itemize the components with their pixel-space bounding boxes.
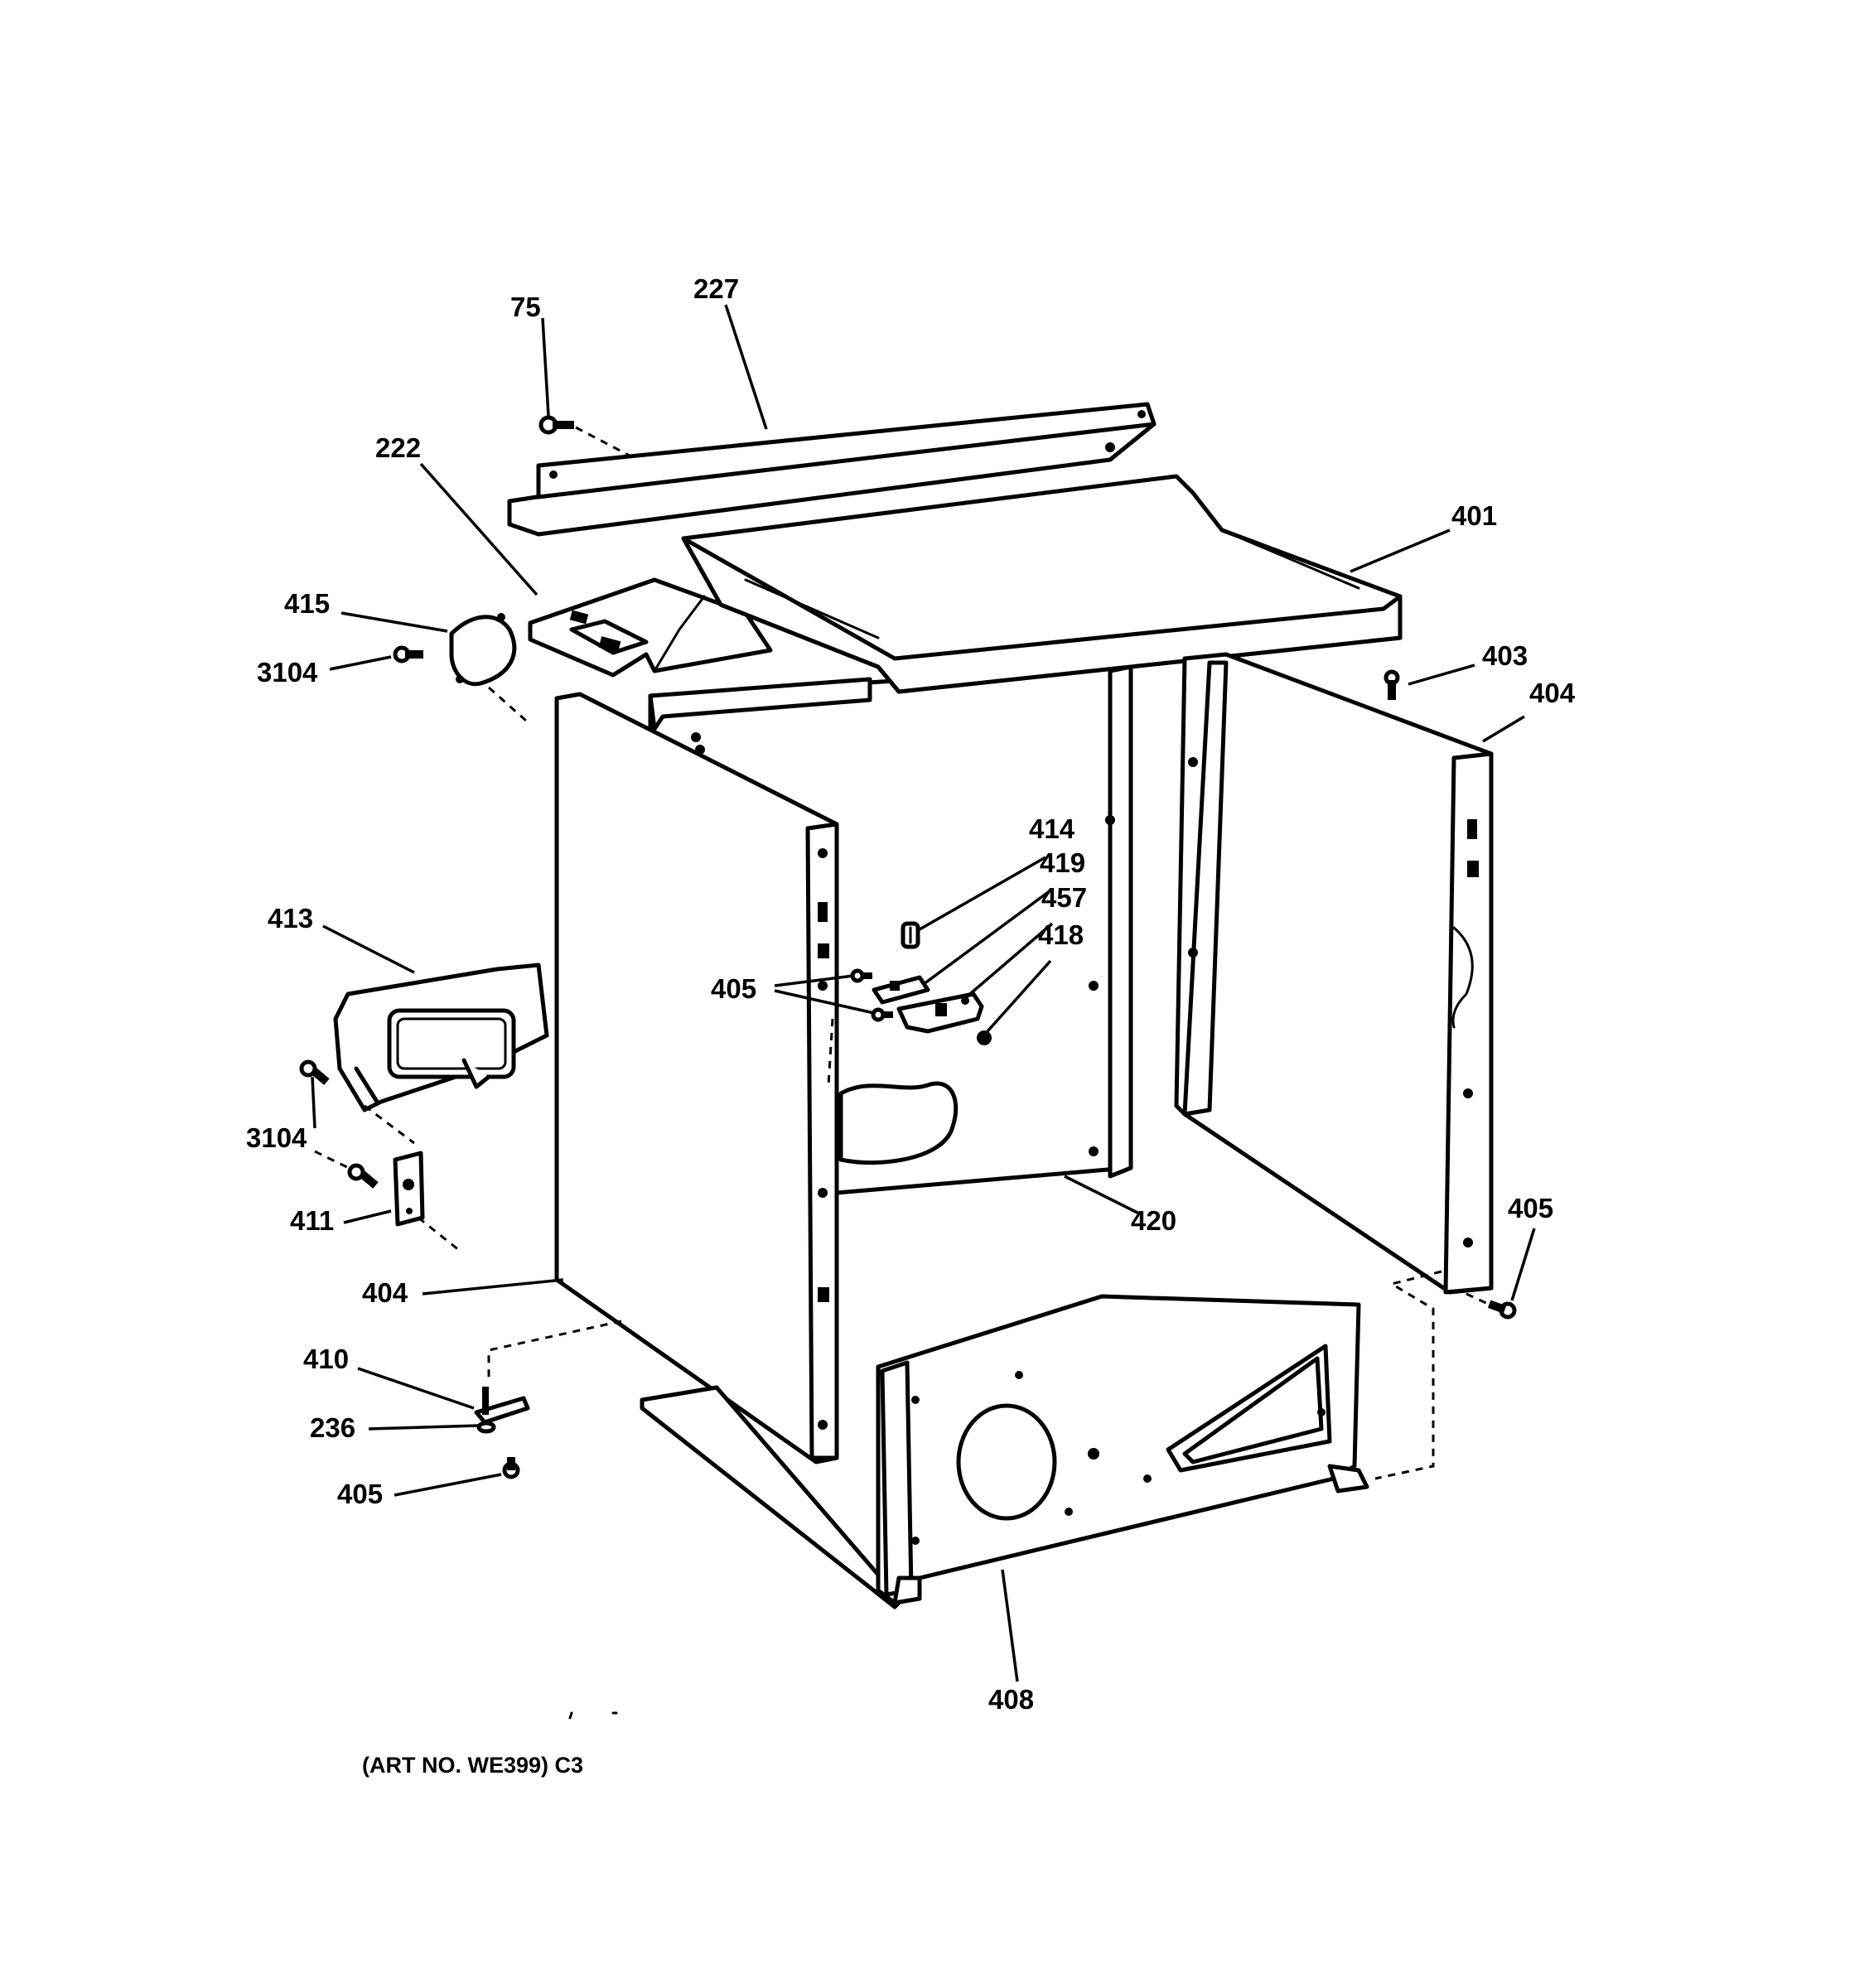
callout-405-bottom: 405: [337, 1479, 383, 1509]
callout-404-right: 404: [1529, 678, 1576, 708]
callout-415: 415: [284, 588, 330, 619]
part-236-washer: [476, 1421, 496, 1434]
part-457-bracket: [896, 992, 984, 1034]
part-222-bracket: [528, 577, 773, 678]
callout-414: 414: [1029, 813, 1075, 844]
callout-401: 401: [1451, 500, 1497, 531]
callout-420: 420: [1131, 1205, 1176, 1236]
callout-411: 411: [290, 1205, 334, 1236]
part-3104-screw-bottom: [299, 1059, 379, 1189]
part-419-switch-holder: [872, 975, 930, 1005]
part-227-top-rail: [507, 402, 1157, 537]
callout-413: 413: [268, 903, 313, 934]
part-405-screw-bottom: [502, 1457, 520, 1479]
part-418-grommet: [977, 1030, 992, 1045]
callout-457: 457: [1041, 882, 1087, 913]
callout-410: 410: [303, 1344, 349, 1374]
part-414-clip: [901, 921, 920, 949]
callout-75: 75: [510, 292, 541, 322]
callout-418: 418: [1038, 919, 1084, 950]
callout-403: 403: [1482, 640, 1528, 671]
part-405-screws-center: [850, 968, 893, 1022]
part-403-screw: [1384, 669, 1400, 700]
callout-227: 227: [693, 273, 739, 304]
art-number-caption: (ART NO. WE399) C3: [362, 1753, 583, 1778]
part-415-vent-cover: [449, 613, 517, 687]
part-410-foot-bracket: [474, 1387, 530, 1425]
callout-leader-lines: [311, 304, 1536, 1682]
stray-marks: [568, 1711, 618, 1720]
callout-236: 236: [310, 1412, 355, 1443]
callout-3104-bottom: 3104: [246, 1122, 307, 1153]
callout-405-center: 405: [711, 973, 756, 1004]
callout-3104-top: 3104: [257, 657, 318, 688]
assembly-guide-lines: [314, 426, 1490, 1480]
callout-404-left: 404: [362, 1277, 408, 1308]
part-401-top-panel: [681, 474, 1403, 694]
callout-222: 222: [375, 432, 421, 463]
callout-labels: 75 227 222 401 415 3104 403 404 414 419 …: [246, 273, 1576, 1715]
part-408-base: [640, 1294, 1369, 1609]
part-404-left-side-panel: [554, 692, 839, 1464]
part-405-screw-right: [1487, 1300, 1517, 1320]
part-411-bracket: [393, 1151, 425, 1227]
part-404-right-side-panel: [1174, 652, 1494, 1295]
part-75-screw: [538, 415, 574, 435]
callout-405-right: 405: [1508, 1193, 1553, 1223]
callout-408: 408: [988, 1684, 1034, 1715]
part-413-access-panel: [333, 963, 549, 1112]
part-3104-screw-top: [393, 645, 423, 663]
callout-419: 419: [1040, 847, 1085, 878]
